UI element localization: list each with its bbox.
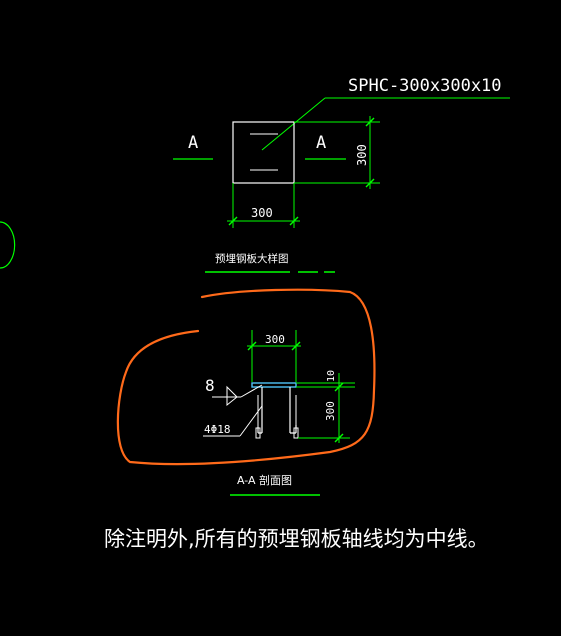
section-title: A-A 剖面图 xyxy=(237,473,292,487)
edge-circle-arc xyxy=(0,221,16,269)
anchor-label-leader xyxy=(239,405,263,437)
weld-arrow-leader xyxy=(240,384,263,398)
weld-fillet-symbol xyxy=(226,385,238,407)
plate-section xyxy=(251,382,297,388)
section-dim-anchor-label: 300 xyxy=(324,401,337,421)
sec-dim-top-tick-left xyxy=(247,341,257,351)
plate-outline xyxy=(232,121,295,184)
plan-dim-v-tick-bottom xyxy=(365,178,375,188)
section-dim-thickness-label: 10 xyxy=(326,370,337,382)
plate-spec-label: SPHC-300x300x10 xyxy=(348,76,502,96)
anchor-bars-label: 4Φ18 xyxy=(204,423,231,436)
general-note: 除注明外,所有的预埋钢板轴线均为中线。 xyxy=(104,527,489,551)
anchor-bar-right-tip xyxy=(293,427,299,439)
anchor-bar-left-tip xyxy=(255,427,261,439)
markup-cloud xyxy=(116,288,376,466)
plan-dim-v-tick-top xyxy=(365,117,375,127)
plan-dim-h-tick-right xyxy=(289,216,299,226)
plan-title: 预埋钢板大样图 xyxy=(215,252,289,265)
plan-dim-width-label: 300 xyxy=(251,206,273,220)
section-view: 300 10 300 8 4Φ18 A-A 剖面图 xyxy=(116,288,376,496)
section-dim-width-label: 300 xyxy=(265,333,285,346)
weld-size-label: 8 xyxy=(205,376,215,395)
anchor-bar-right xyxy=(289,387,297,434)
plan-view: SPHC-300x300x10 A A 300 300 预埋钢板大样图 xyxy=(173,76,510,273)
sec-dim-anchor-tick-bottom xyxy=(334,433,344,443)
section-mark-right: A xyxy=(316,133,326,153)
sec-dim-top-tick-right xyxy=(291,341,301,351)
plan-dim-height-label: 300 xyxy=(355,144,369,166)
sec-dim-anchor-tick-top xyxy=(334,382,344,392)
section-mark-left: A xyxy=(188,133,198,153)
plan-dim-h-tick-left xyxy=(228,216,238,226)
